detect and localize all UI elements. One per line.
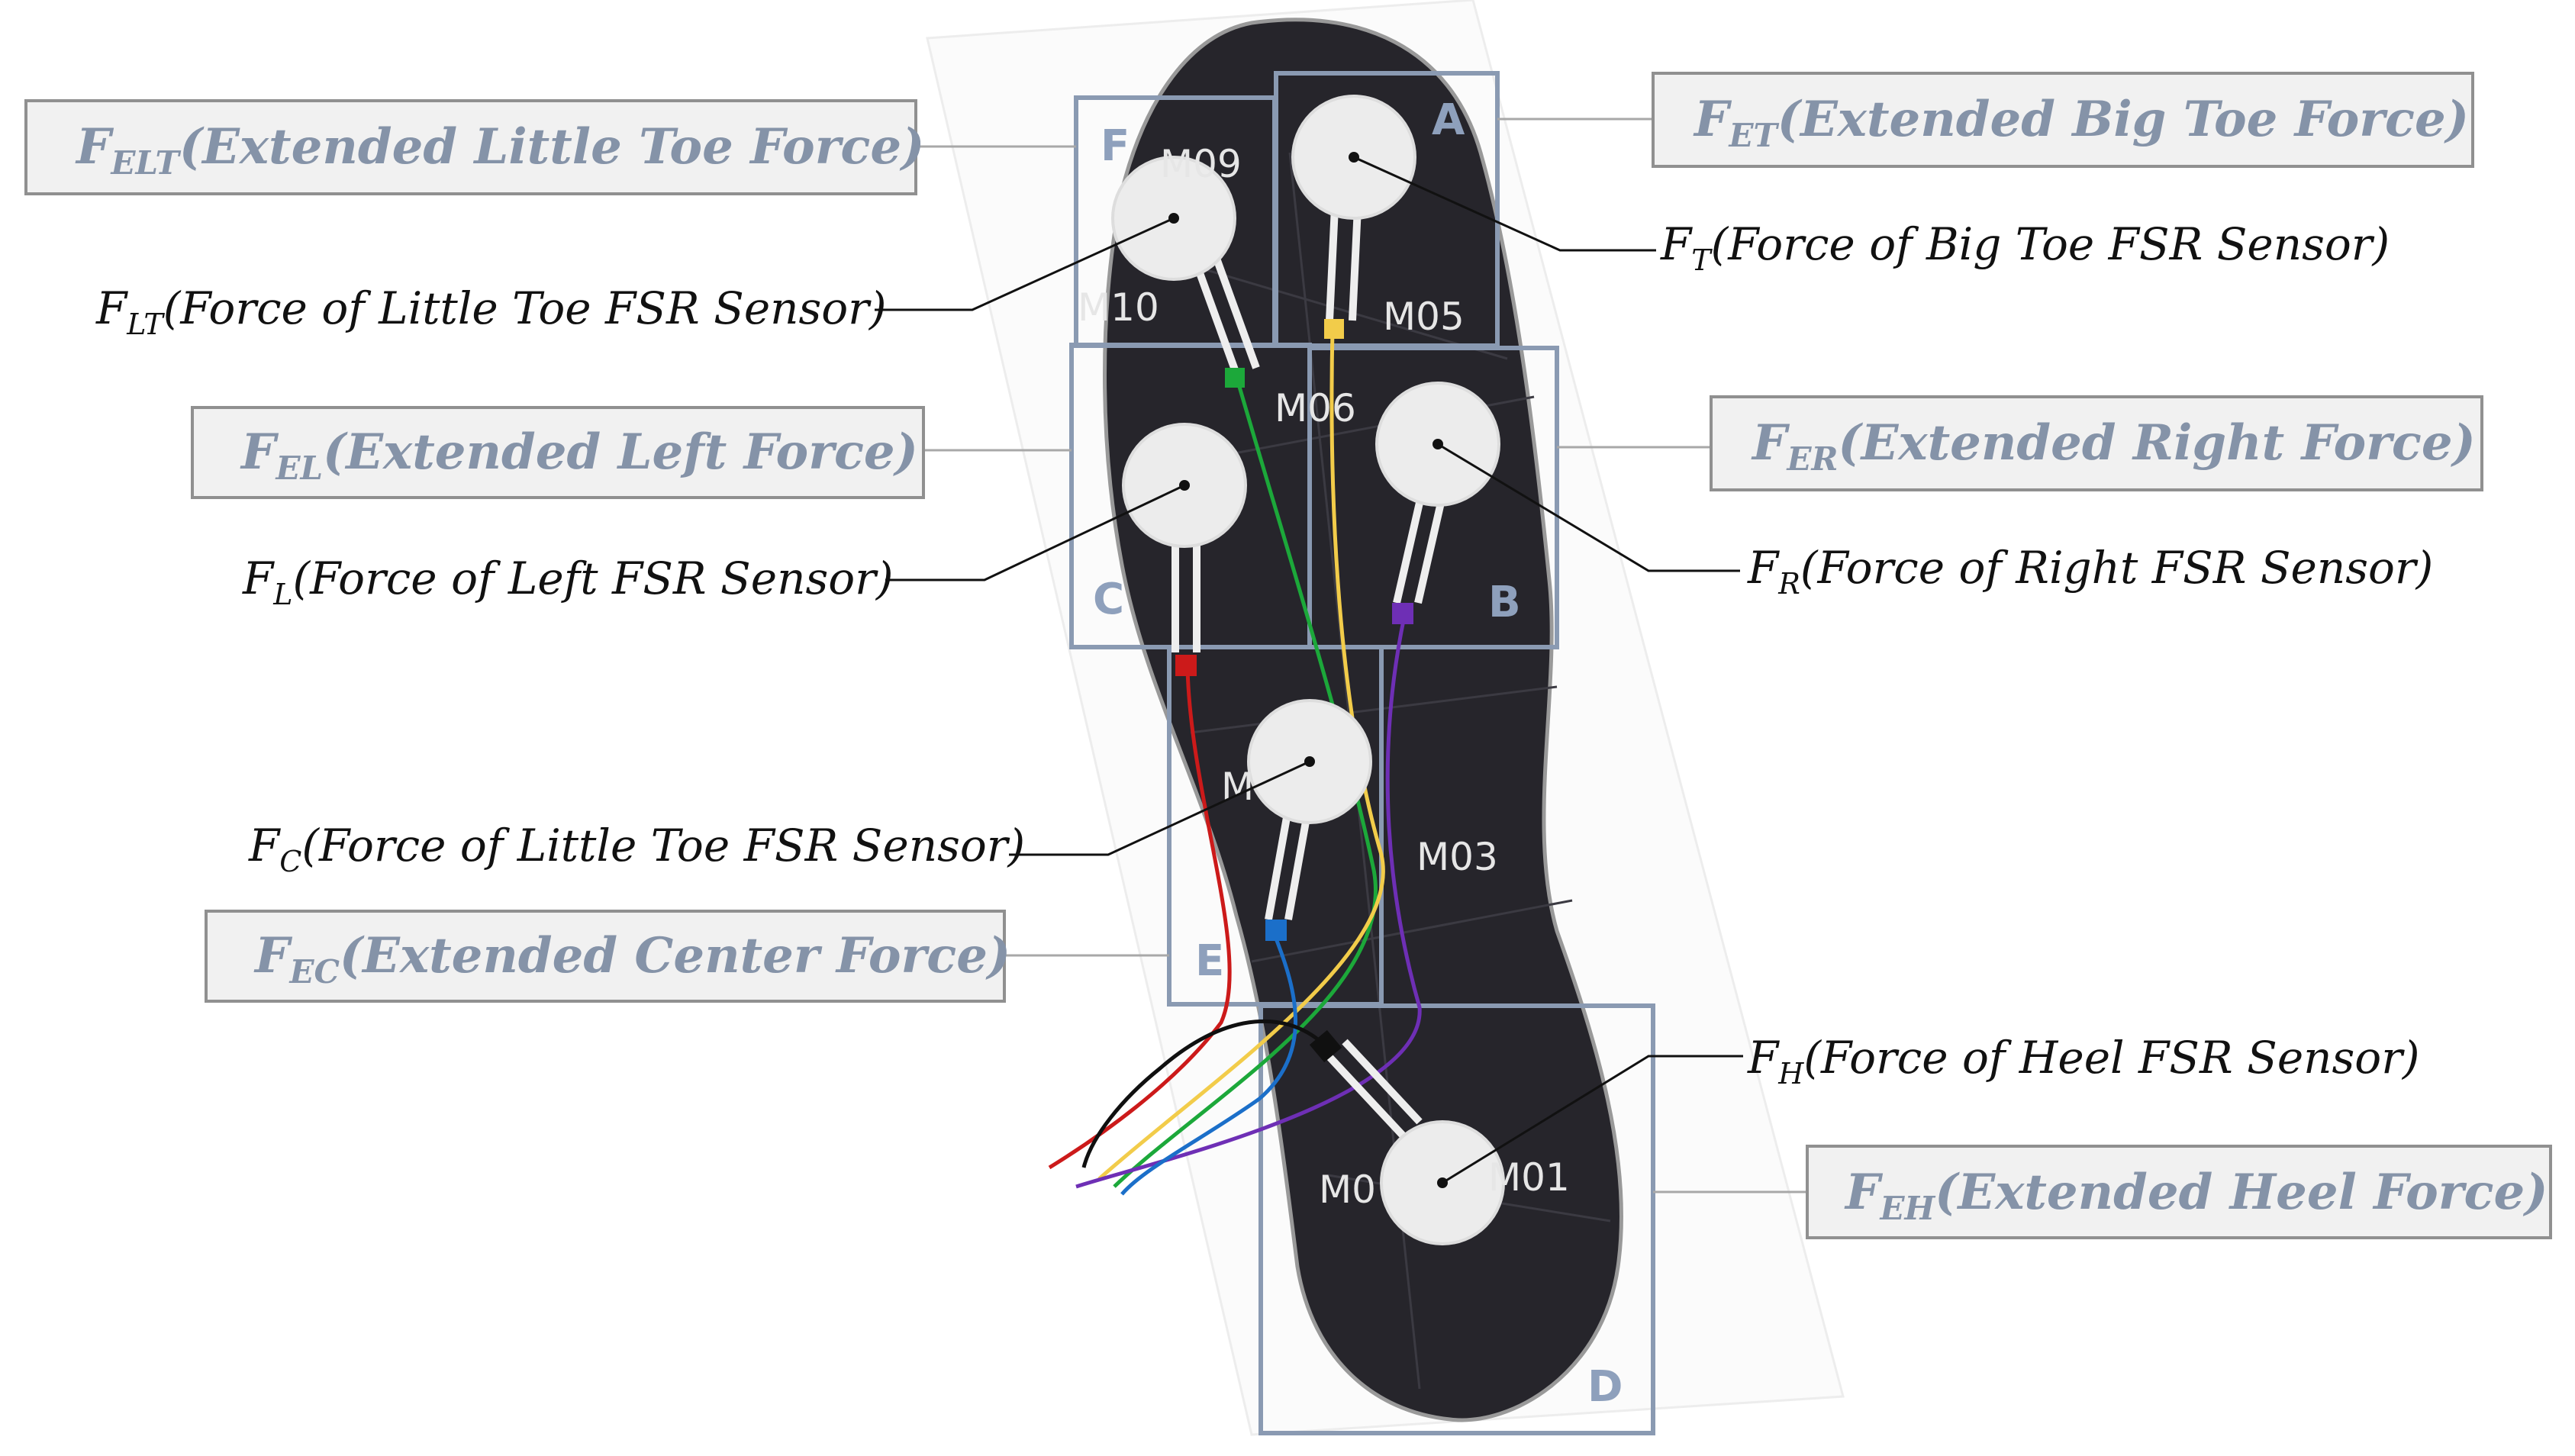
connector-red — [1175, 655, 1197, 676]
extended-label-right: FER(Extended Right Force) — [1710, 395, 2483, 491]
ext-big-toe-sub: ET — [1728, 117, 1779, 154]
zone-letter-c: C — [1093, 575, 1124, 624]
ext-left-text: (Extended Left Force) — [323, 424, 918, 481]
zone-letter-a: A — [1432, 95, 1465, 145]
connector-green — [1225, 368, 1245, 388]
ext-center-symbol: F — [253, 927, 293, 984]
ext-big-toe-symbol: F — [1693, 91, 1732, 148]
zone-letters: A F C B E D — [1093, 95, 1623, 1412]
sensor-label-heel: FH(Force of Heel FSR Sensor) — [1747, 1032, 2420, 1090]
connector-yellow — [1324, 319, 1344, 339]
connector-black — [1309, 1029, 1342, 1063]
ext-left-symbol: F — [240, 424, 279, 481]
svg-text:FEH(Extended Heel Force): FEH(Extended Heel Force) — [1844, 1164, 2548, 1227]
module-m03: M03 — [1416, 835, 1498, 879]
ext-right-text: (Extended Right Force) — [1838, 414, 2475, 472]
sensor-label-big-toe: FT(Force of Big Toe FSR Sensor) — [1660, 218, 2390, 277]
wire-yellow — [1097, 329, 1385, 1181]
module-labels: M09 M10 M05 M06 M M03 M0 M01 — [1078, 142, 1570, 1212]
wire-black — [1081, 1019, 1325, 1168]
module-m-center: M — [1221, 765, 1254, 809]
svg-text:FER(Extended Right Force): FER(Extended Right Force) — [1751, 414, 2476, 478]
module-m05: M05 — [1383, 295, 1465, 339]
wire-blue — [1120, 934, 1297, 1196]
module-m06: M06 — [1275, 386, 1356, 430]
ext-right-symbol: F — [1751, 414, 1790, 472]
sensor-label-right: FR(Force of Right FSR Sensor) — [1747, 542, 2433, 601]
ext-heel-sub: EH — [1879, 1190, 1935, 1227]
sensor-leader-lines — [875, 156, 1743, 1184]
module-m10: M10 — [1078, 285, 1159, 330]
module-m01: M01 — [1488, 1155, 1570, 1200]
sensor-wires — [1048, 329, 1422, 1196]
zone-letter-e: E — [1195, 936, 1224, 986]
sensor-label-center: FC(Force of Little Toe FSR Sensor) — [248, 820, 1025, 878]
ext-left-sub: EL — [275, 449, 323, 487]
wire-green — [1113, 381, 1378, 1188]
ext-center-text: (Extended Center Force) — [340, 927, 1010, 984]
extended-label-little-toe: FELT(Extended Little Toe Force) — [24, 99, 924, 195]
module-m0: M0 — [1319, 1168, 1376, 1212]
extended-label-heel: FEH(Extended Heel Force) — [1806, 1145, 2552, 1239]
ext-little-toe-symbol: F — [75, 118, 114, 176]
wire-purple — [1075, 616, 1422, 1189]
svg-text:FELT(Extended Little Toe Force: FELT(Extended Little Toe Force) — [75, 118, 924, 182]
sensor-label-left: FL(Force of Left FSR Sensor) — [242, 552, 893, 611]
connector-blue — [1265, 920, 1287, 941]
ext-heel-text: (Extended Heel Force) — [1935, 1164, 2548, 1221]
module-m09: M09 — [1160, 142, 1242, 186]
zone-boxes — [1069, 71, 1655, 1435]
ext-right-sub: ER — [1786, 440, 1838, 478]
ext-center-sub: EC — [288, 953, 340, 991]
extended-label-center: FEC(Extended Center Force) — [205, 910, 1010, 1003]
svg-text:FEC(Extended Center Force): FEC(Extended Center Force) — [253, 927, 1010, 991]
svg-text:FET(Extended Big Toe Force): FET(Extended Big Toe Force) — [1693, 91, 2469, 154]
ext-little-toe-text: (Extended Little Toe Force) — [179, 118, 925, 176]
extended-label-left: FEL(Extended Left Force) — [191, 406, 925, 499]
zone-letter-d: D — [1587, 1362, 1623, 1412]
wire-red — [1048, 667, 1232, 1170]
extended-leader-lines — [916, 118, 1807, 1193]
sensor-label-little-toe: FLT(Force of Little Toe FSR Sensor) — [95, 282, 887, 341]
sensor-connectors — [1175, 319, 1413, 1063]
connector-purple — [1392, 603, 1413, 624]
extended-label-big-toe: FET(Extended Big Toe Force) — [1652, 72, 2474, 168]
ext-big-toe-text: (Extended Big Toe Force) — [1777, 91, 2469, 148]
zone-letter-f: F — [1101, 121, 1130, 171]
zone-b-box — [1307, 346, 1559, 649]
svg-text:FEL(Extended Left Force): FEL(Extended Left Force) — [240, 424, 918, 487]
zone-letter-b: B — [1488, 578, 1521, 627]
ext-heel-symbol: F — [1844, 1164, 1884, 1221]
zone-d-box — [1258, 1003, 1655, 1435]
ext-little-toe-sub: ELT — [110, 144, 181, 182]
